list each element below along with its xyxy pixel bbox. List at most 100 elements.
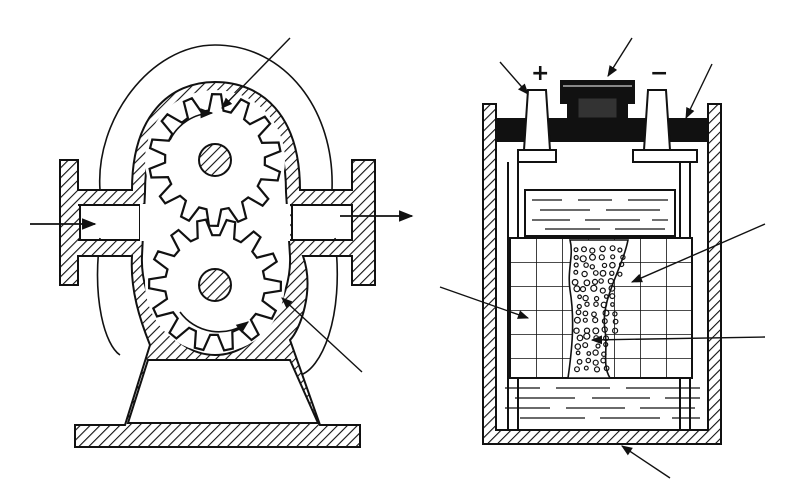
pore xyxy=(602,309,610,317)
leader-base xyxy=(621,445,671,479)
pore xyxy=(617,247,623,253)
pore xyxy=(583,262,589,268)
positive-label: + xyxy=(531,61,549,86)
pore xyxy=(617,271,623,277)
pore xyxy=(575,309,582,316)
pore xyxy=(603,341,609,348)
pore xyxy=(592,317,599,324)
pore xyxy=(602,335,609,342)
pore xyxy=(598,278,604,284)
pore xyxy=(612,318,619,325)
upper-electrolyte xyxy=(524,189,676,237)
pore xyxy=(618,261,625,268)
upper-gear xyxy=(148,92,282,228)
pore xyxy=(600,301,608,309)
pore xyxy=(603,365,610,372)
pore xyxy=(583,279,591,287)
pore xyxy=(575,350,581,356)
pore xyxy=(611,327,619,334)
separator-pores xyxy=(571,245,626,373)
pore xyxy=(582,294,589,302)
pump-leader-top xyxy=(221,37,291,109)
pore xyxy=(592,327,600,335)
pore xyxy=(579,255,587,263)
pore xyxy=(573,247,579,253)
lower-gear-shaft xyxy=(198,268,232,302)
upper-gear-shaft xyxy=(198,143,232,177)
pore xyxy=(592,349,599,356)
pore xyxy=(585,357,592,364)
pore xyxy=(589,264,596,270)
pore xyxy=(601,262,608,269)
leader-lid xyxy=(685,63,713,120)
pore xyxy=(573,327,580,334)
pore xyxy=(608,285,616,292)
leader-positive xyxy=(499,61,529,95)
pore xyxy=(573,366,580,373)
leader-separator xyxy=(590,335,766,345)
pore xyxy=(577,294,582,300)
leader-vent xyxy=(607,37,633,77)
leader-plate xyxy=(439,286,530,319)
pore xyxy=(589,247,596,254)
pore xyxy=(576,334,584,342)
battery-cell: + − xyxy=(439,37,766,479)
positive-terminal xyxy=(517,89,557,163)
pore xyxy=(586,351,592,356)
pump-leader-bottom xyxy=(281,297,363,373)
cell-container xyxy=(482,103,722,445)
gear-pump xyxy=(30,37,414,448)
pore xyxy=(582,310,589,317)
pore xyxy=(620,254,626,260)
pore xyxy=(609,293,616,300)
pore xyxy=(583,332,591,340)
pore xyxy=(609,245,616,252)
pore xyxy=(612,311,618,317)
pore xyxy=(576,303,582,310)
lower-electrolyte xyxy=(505,387,700,419)
pore xyxy=(598,254,605,261)
pore xyxy=(591,311,597,318)
lower-gear xyxy=(147,218,283,352)
pore xyxy=(573,285,581,293)
pump-outer-casing xyxy=(96,44,339,376)
pore xyxy=(582,342,589,349)
upper-rotation-arrow xyxy=(169,108,214,141)
negative-label: − xyxy=(650,61,668,86)
upper-electrolyte-lines xyxy=(532,199,668,230)
pore xyxy=(593,366,601,373)
pore xyxy=(574,343,582,350)
pore xyxy=(592,270,599,276)
negative-terminal xyxy=(632,89,698,163)
pore xyxy=(591,278,599,285)
pore xyxy=(584,301,590,307)
pore xyxy=(588,253,596,261)
pore xyxy=(609,270,615,276)
pore xyxy=(601,326,608,333)
pore xyxy=(580,246,587,253)
pore xyxy=(609,261,616,269)
pore xyxy=(573,262,579,268)
pore xyxy=(610,254,616,260)
pore xyxy=(581,270,588,278)
pore xyxy=(582,317,588,323)
pore xyxy=(601,318,608,325)
pore xyxy=(576,358,583,365)
pore xyxy=(601,351,607,358)
pore xyxy=(573,316,581,324)
pore xyxy=(583,365,589,371)
pore xyxy=(599,287,606,294)
pore xyxy=(610,302,615,307)
pore xyxy=(593,295,600,302)
pore xyxy=(573,269,579,275)
pore xyxy=(571,278,579,286)
pore xyxy=(590,284,598,292)
pore xyxy=(579,286,587,293)
lower-rotation-arrow xyxy=(179,311,250,334)
pore xyxy=(603,294,609,299)
pore xyxy=(592,359,599,366)
pore xyxy=(599,269,607,277)
pore xyxy=(593,301,599,308)
